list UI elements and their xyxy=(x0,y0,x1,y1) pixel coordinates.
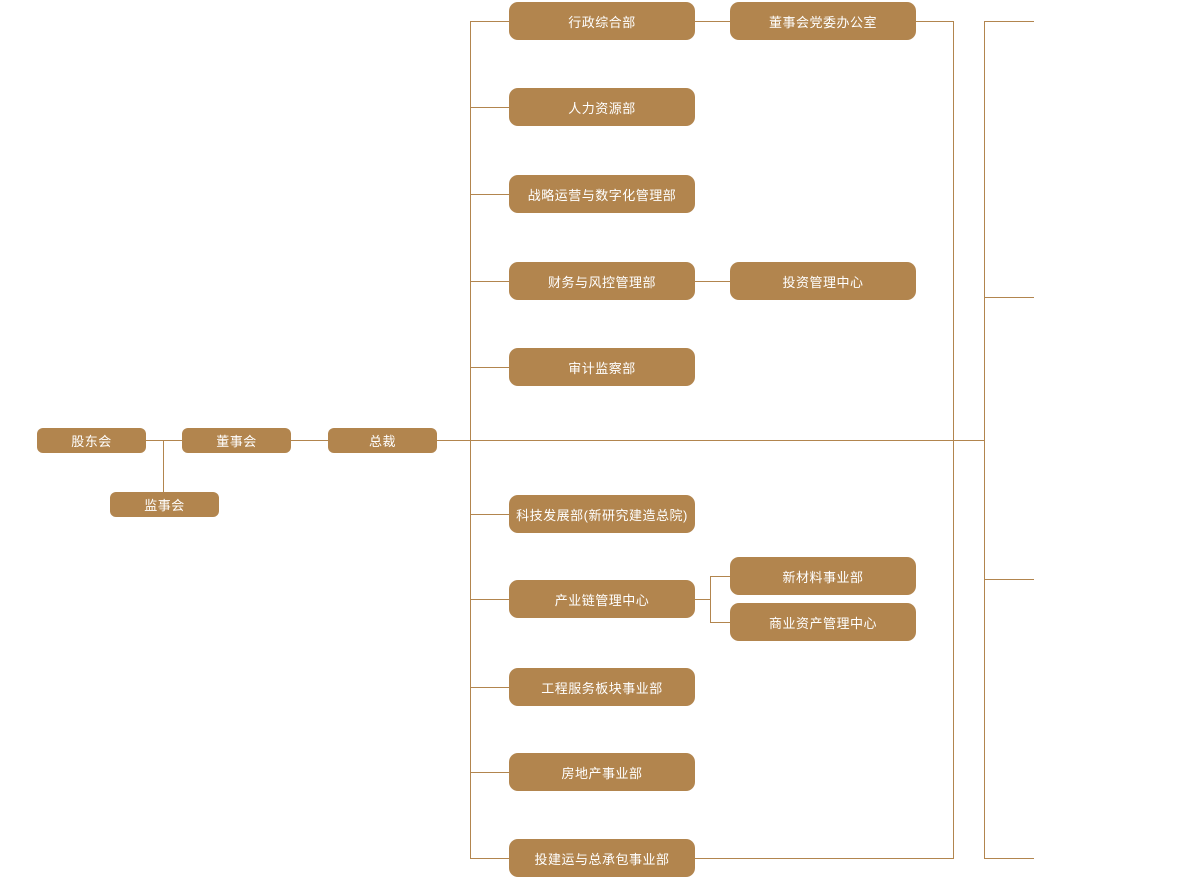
node-investment-center: 投资管理中心 xyxy=(730,262,916,300)
connector-stub-row2 xyxy=(470,107,509,108)
node-new-materials: 新材料事业部 xyxy=(730,557,916,595)
node-label: 财务与风控管理部 xyxy=(547,274,656,290)
connector-right-stub-4 xyxy=(984,858,1034,859)
connector-trunk xyxy=(437,440,985,441)
node-administrative-office: 行政综合部 xyxy=(509,2,695,40)
connector-finance-investment xyxy=(695,281,730,282)
node-label: 监事会 xyxy=(144,498,185,513)
connector-bottom-link xyxy=(695,858,953,859)
node-supervisory: 监事会 xyxy=(110,492,219,517)
connector-chain-out xyxy=(695,599,710,600)
connector-stub-row8 xyxy=(470,687,509,688)
connector-right-stub-2 xyxy=(984,297,1034,298)
node-engineering-services: 工程服务板块事业部 xyxy=(509,668,695,706)
node-label: 总裁 xyxy=(368,434,396,449)
node-real-estate: 房地产事业部 xyxy=(509,753,695,791)
node-label: 董事会党委办公室 xyxy=(768,14,877,30)
node-label: 房地产事业部 xyxy=(561,765,643,781)
connector-left-rail xyxy=(470,21,471,858)
connector-stub-row1 xyxy=(470,21,509,22)
node-board-party-office: 董事会党委办公室 xyxy=(730,2,916,40)
node-shareholders: 股东会 xyxy=(37,428,146,453)
connector-chain-newmaterials xyxy=(710,576,730,577)
connector-stub-row9 xyxy=(470,772,509,773)
connector-board-president xyxy=(291,440,328,441)
node-label: 投建运与总承包事业部 xyxy=(534,851,670,867)
connector-right-stub-1 xyxy=(984,21,1034,22)
node-label: 科技发展部(新研究建造总院) xyxy=(516,507,688,523)
connector-stub-row4 xyxy=(470,281,509,282)
connector-stub-row6 xyxy=(470,514,509,515)
node-label: 人力资源部 xyxy=(568,100,636,116)
connector-chain-rail xyxy=(710,576,711,623)
connector-right-rail-1 xyxy=(953,21,954,859)
connector-admin-partyoffice xyxy=(695,21,730,22)
connector-stub-row10 xyxy=(470,858,509,859)
connector-supervisory-drop xyxy=(163,441,164,492)
node-label: 审计监察部 xyxy=(568,360,636,376)
connector-right-stub-3 xyxy=(984,579,1034,580)
node-label: 投资管理中心 xyxy=(782,274,864,290)
node-label: 战略运营与数字化管理部 xyxy=(527,187,677,203)
node-president: 总裁 xyxy=(328,428,437,453)
node-label: 董事会 xyxy=(216,434,257,449)
node-human-resources: 人力资源部 xyxy=(509,88,695,126)
node-label: 商业资产管理中心 xyxy=(768,615,877,631)
node-label: 产业链管理中心 xyxy=(554,592,650,608)
connector-right-rail-2 xyxy=(984,21,985,859)
node-audit-supervision: 审计监察部 xyxy=(509,348,695,386)
connector-chain-commercial xyxy=(710,622,730,623)
connector-stub-row3 xyxy=(470,194,509,195)
node-commercial-assets: 商业资产管理中心 xyxy=(730,603,916,641)
node-strategy-digital: 战略运营与数字化管理部 xyxy=(509,175,695,213)
node-board: 董事会 xyxy=(182,428,291,453)
node-label: 股东会 xyxy=(71,434,112,449)
node-industry-chain-center: 产业链管理中心 xyxy=(509,580,695,618)
connector-stub-row7 xyxy=(470,599,509,600)
connector-partyoffice-rail1 xyxy=(916,21,953,22)
connector-stub-row5 xyxy=(470,367,509,368)
node-tech-development: 科技发展部(新研究建造总院) xyxy=(509,495,695,533)
node-label: 行政综合部 xyxy=(568,14,636,30)
node-investment-construction: 投建运与总承包事业部 xyxy=(509,839,695,877)
connector-shareholders-board xyxy=(146,440,182,441)
node-label: 工程服务板块事业部 xyxy=(541,680,663,696)
node-label: 新材料事业部 xyxy=(782,569,864,585)
node-finance-risk: 财务与风控管理部 xyxy=(509,262,695,300)
